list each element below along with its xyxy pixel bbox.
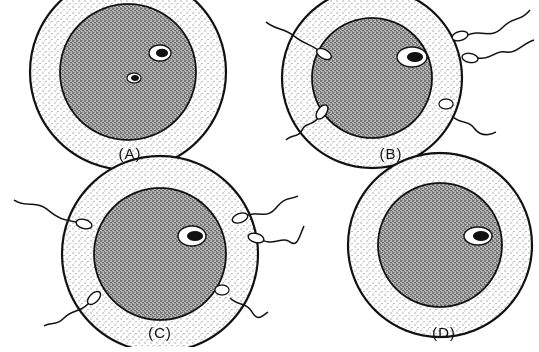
cytoplasm-c <box>94 188 226 320</box>
panel-b <box>266 0 534 168</box>
polar-body-b <box>439 99 453 109</box>
nucleolus-c <box>187 231 203 241</box>
panel-c <box>14 156 304 347</box>
polar-body-c <box>215 285 229 295</box>
label-c: (C) <box>140 325 180 342</box>
cytoplasm-a <box>60 4 196 140</box>
cytoplasm-b <box>312 18 432 138</box>
sperm <box>452 116 496 135</box>
label-b: (B) <box>371 146 411 163</box>
nucleolus-a <box>156 49 168 57</box>
nucleolus-d <box>473 231 489 241</box>
sperm <box>451 10 530 42</box>
panel-d <box>348 153 532 337</box>
sperm <box>461 40 534 64</box>
label-d: (D) <box>424 325 464 342</box>
nucleolus-small-a <box>131 75 139 81</box>
label-a: (A) <box>110 146 150 163</box>
nucleolus-b <box>407 52 423 62</box>
